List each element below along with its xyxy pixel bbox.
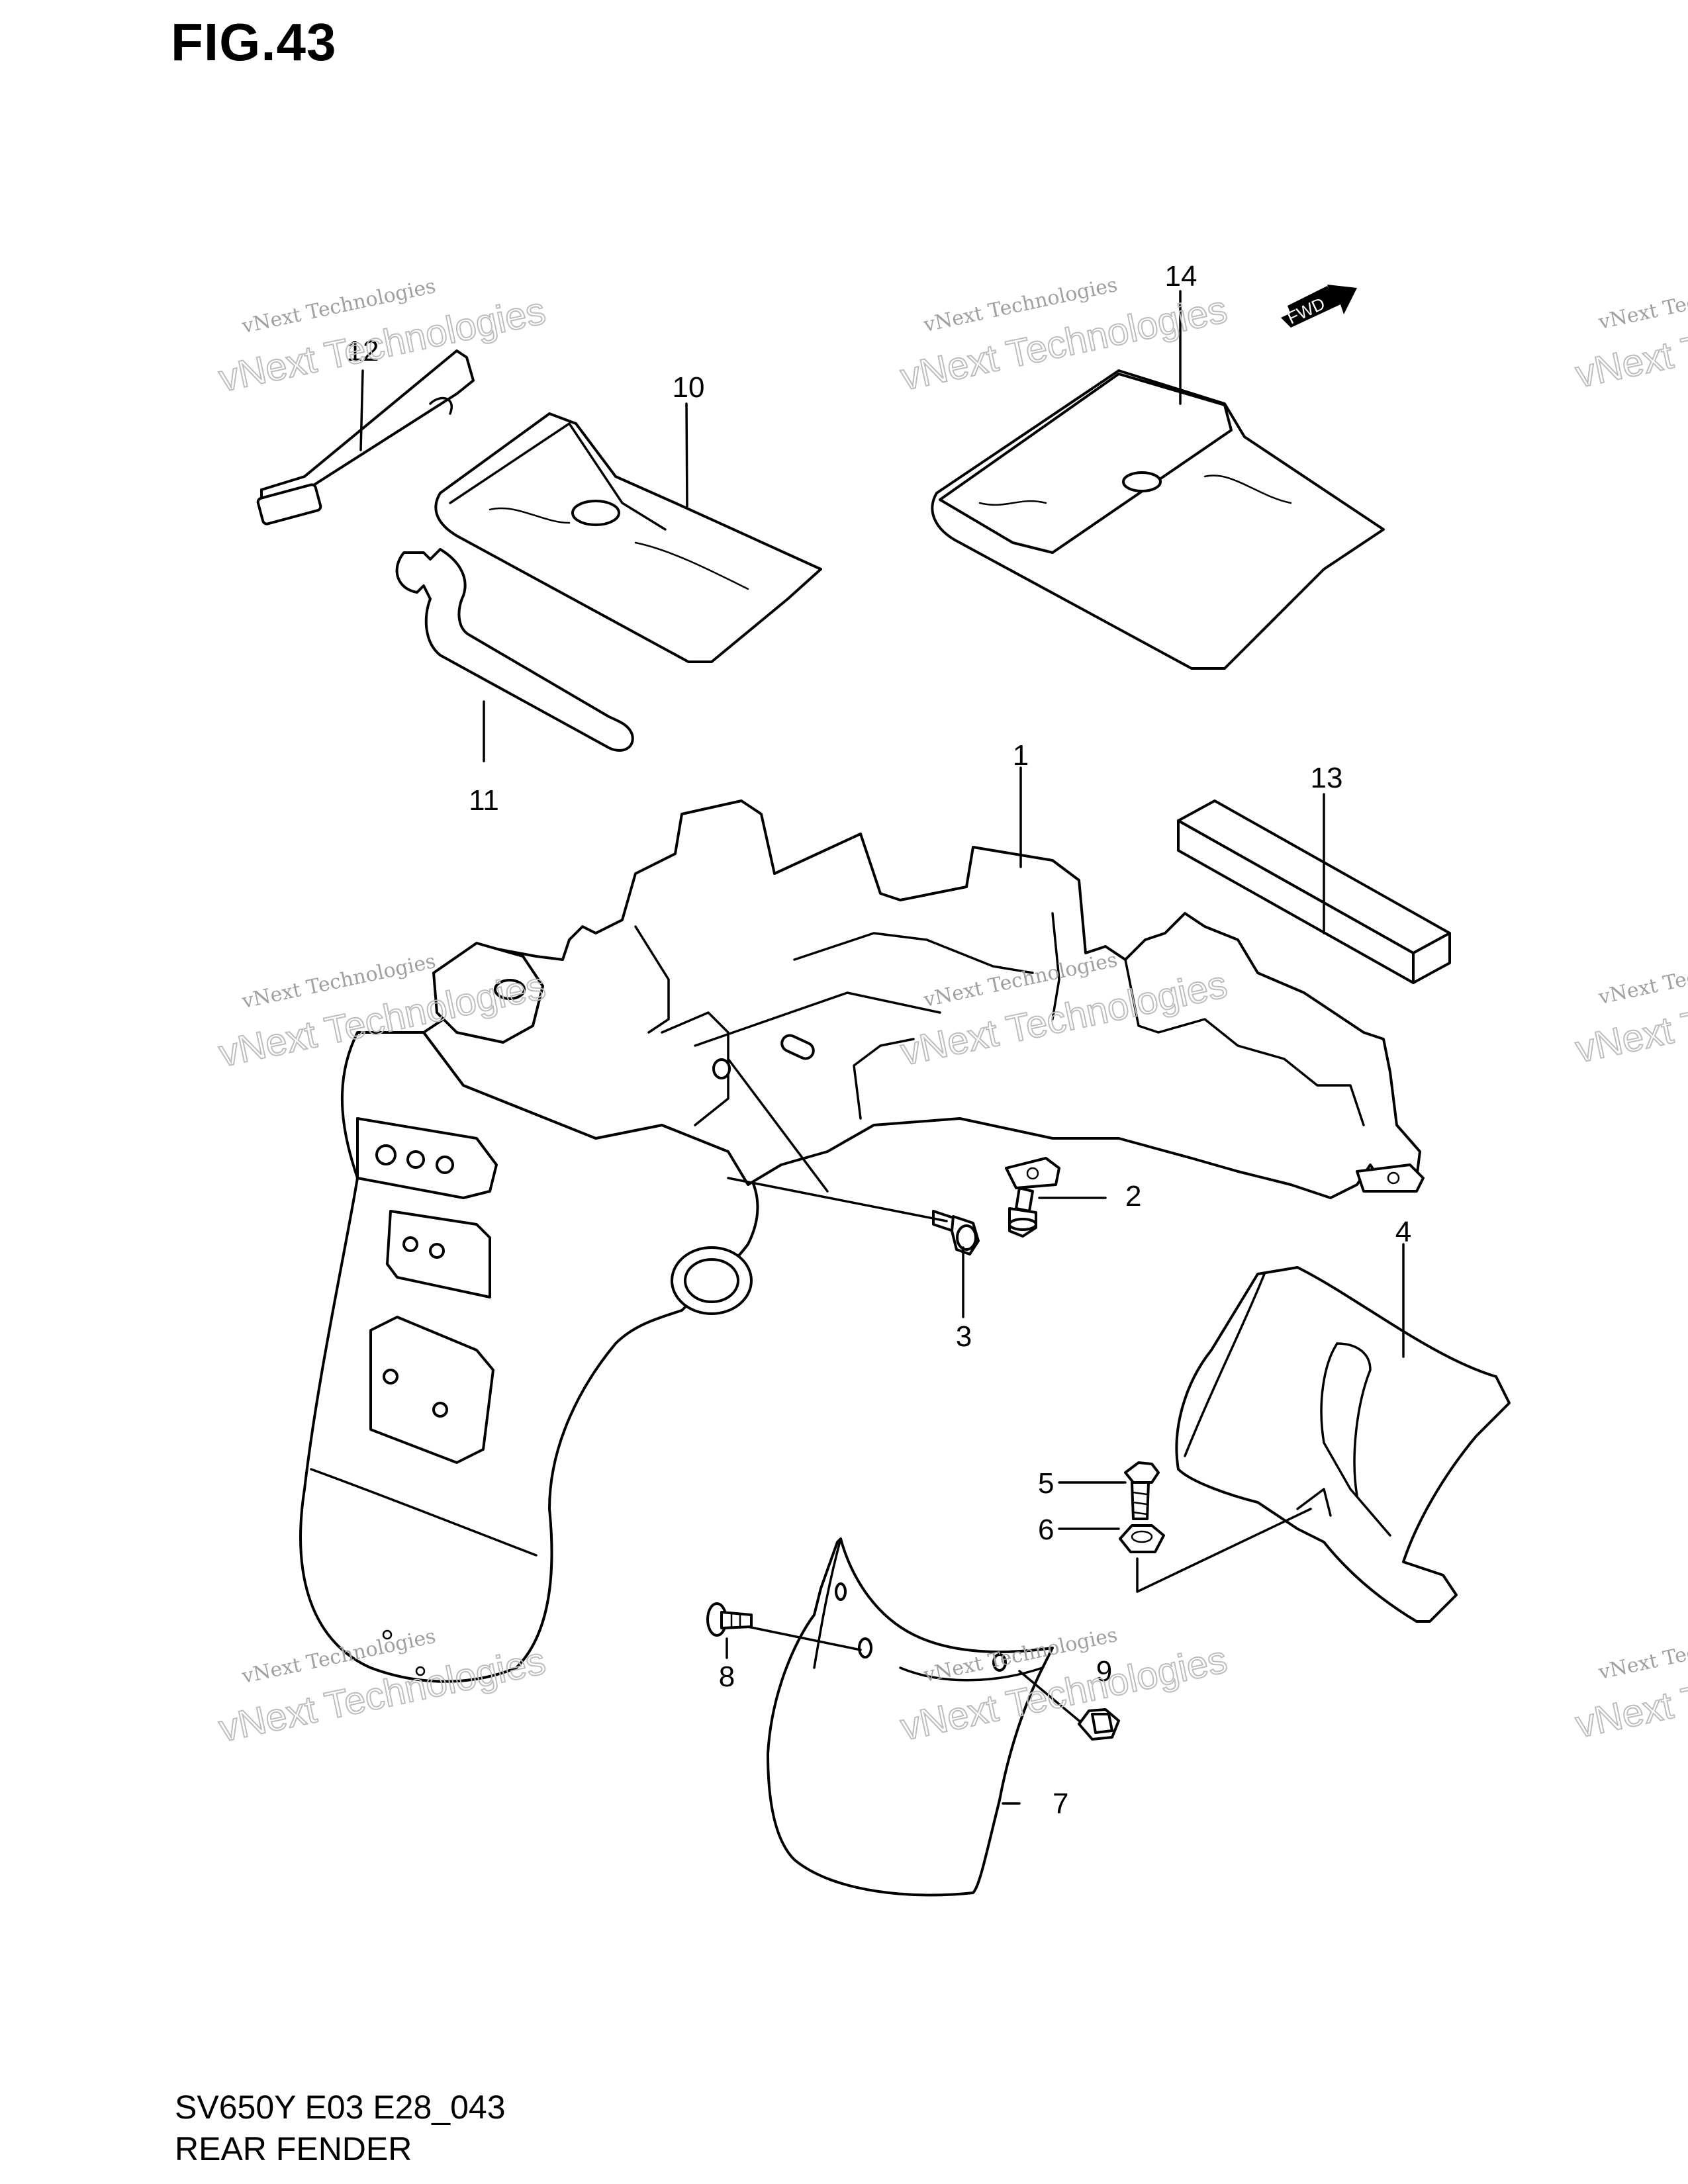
model-code: SV650Y E03 E28_043 [175,2089,506,2126]
figure-name: REAR FENDER [175,2130,412,2167]
watermark-text: vNext Technologies [1596,271,1688,334]
callout-9: 9 [1096,1655,1112,1688]
part-13-foam-block [1177,799,1451,984]
callout-1: 1 [1013,739,1029,772]
part-14-tool-bag [931,369,1385,670]
part-6-nut [1119,1524,1165,1553]
part-9-nut [1078,1708,1120,1741]
part-8-screw [706,1602,753,1637]
callout-8: 8 [719,1661,735,1693]
callout-4: 4 [1395,1216,1411,1248]
part-11-spanner [395,548,634,752]
callout-2: 2 [1125,1180,1141,1212]
part-12-strap [256,349,475,525]
callout-13: 13 [1311,762,1343,794]
callout-11: 11 [469,784,499,817]
fwd-arrow-icon: FWD [1281,285,1357,328]
part-5-bolt [1124,1461,1160,1520]
callout-3: 3 [956,1320,972,1353]
part-4-inner-fender [1175,1266,1511,1623]
part-2-bolt [1008,1187,1037,1238]
watermark-text: vNext Technologies [1596,946,1688,1009]
callout-7: 7 [1053,1788,1068,1820]
part-3-bolt [932,1210,980,1255]
callout-5: 5 [1038,1467,1054,1500]
callout-12: 12 [347,335,379,367]
part-10-tool-bag [434,412,822,663]
part-7-rear-mudguard [767,1537,1054,1897]
callout-labels: 1 2 3 4 5 6 7 8 9 10 11 12 13 14 [347,260,1412,1820]
part-1-rear-fender-body [299,799,1425,1683]
figure-title: FIG.43 [171,13,337,71]
callout-10: 10 [673,371,705,404]
watermark-text: vNext Technologies [1596,1621,1688,1684]
callout-6: 6 [1038,1514,1054,1546]
leader-lines [359,290,1405,1805]
leader-5-6-to-4 [1136,1508,1312,1593]
callout-14: 14 [1165,260,1197,293]
